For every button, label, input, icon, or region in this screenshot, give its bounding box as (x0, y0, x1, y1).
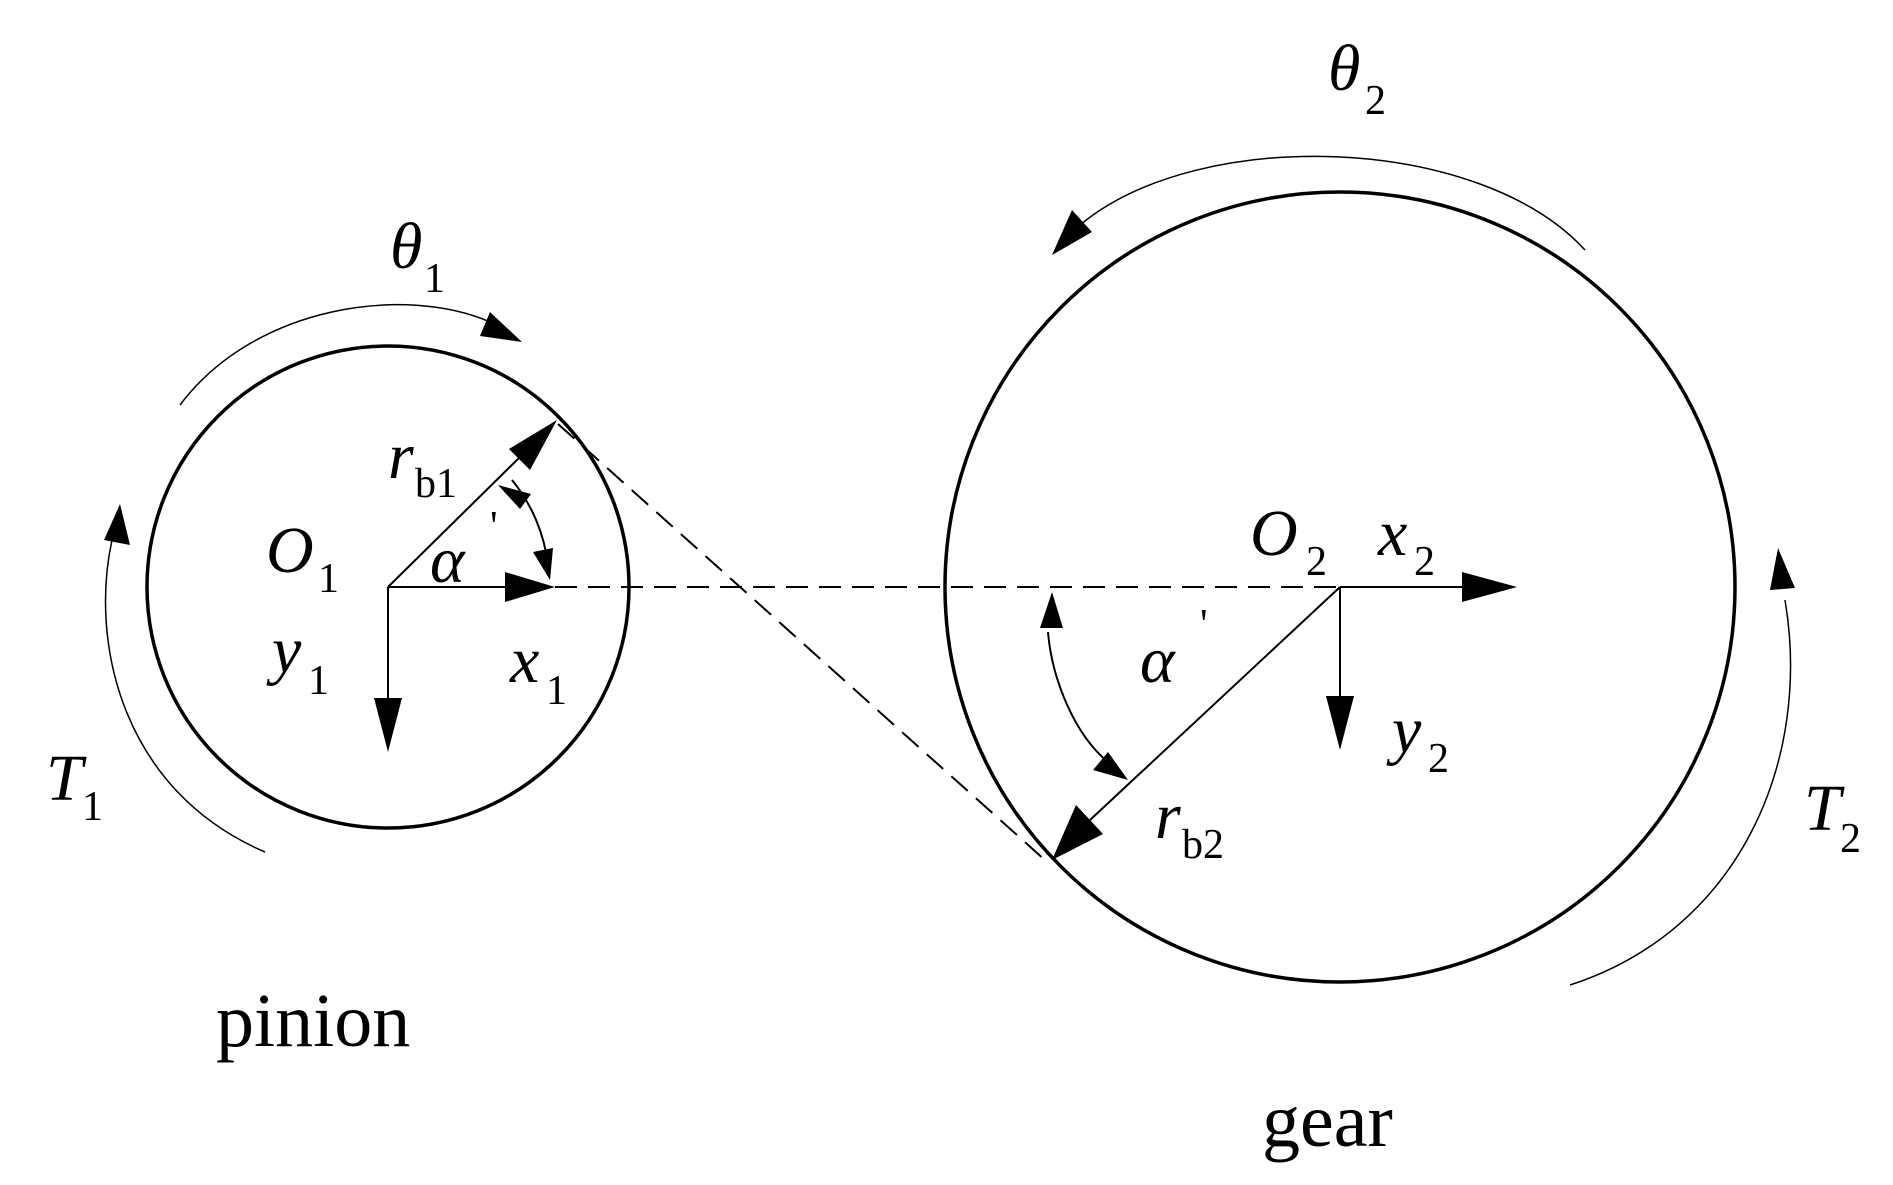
gear-caption: gear (1262, 1079, 1393, 1163)
line-of-action (557, 423, 1047, 862)
pinion-caption: pinion (216, 979, 410, 1063)
gear-y-arrowhead (1326, 696, 1354, 750)
gear-theta-arrowhead (1052, 210, 1092, 255)
pinion-theta-arrowhead (480, 312, 522, 342)
gear-angle-label: α (1140, 624, 1176, 697)
pinion-theta-arc (179, 303, 491, 406)
gear-center-subscript: 2 (1306, 539, 1327, 585)
gear-angle-arrowhead-bottom (1093, 752, 1128, 780)
pinion-center-label: O (266, 514, 314, 587)
pinion-base-radius (387, 454, 523, 588)
gear-center-label: O (1250, 497, 1298, 570)
gear-pressure-angle-arc (1047, 631, 1109, 763)
pinion-angle-arrowhead-bottom (533, 548, 553, 580)
pinion-x-axis-subscript: 1 (546, 668, 567, 714)
pinion-x-arrowhead (505, 572, 555, 602)
gear-angle-prime: ' (1200, 602, 1208, 648)
gear-x-axis-label: x (1377, 497, 1407, 570)
pinion-y-axis-label: y (266, 614, 302, 687)
pinion-radius-arrowhead (509, 420, 557, 470)
pinion-center-subscript: 1 (318, 556, 339, 602)
gear-y-axis-subscript: 2 (1428, 736, 1449, 782)
gear-x-axis-subscript: 2 (1414, 539, 1435, 585)
pinion-y-axis-subscript: 1 (308, 658, 329, 704)
pinion-y-arrowhead (374, 698, 402, 752)
gear-theta-subscript: 2 (1365, 78, 1386, 124)
pinion-angle-label: α (430, 524, 466, 597)
pinion-angle-arrowhead-top (498, 485, 531, 509)
gear-base-circle (943, 190, 1737, 984)
gear-radius-arrowhead (1052, 805, 1103, 860)
gear-torque-arc (1569, 599, 1792, 986)
pinion-torque-arrowhead (104, 504, 130, 545)
pinion-radius-label: r (388, 420, 414, 493)
gear-radius-label: r (1155, 780, 1181, 853)
gear-angle-arrowhead-top (1040, 592, 1063, 628)
gear-base-radius (1089, 586, 1341, 821)
pinion-torque-arc (104, 539, 266, 853)
gear-y-axis-label: y (1386, 694, 1422, 767)
pinion-torque-label: T (46, 742, 87, 815)
pinion-x-axis-label: x (509, 624, 539, 697)
gear-radius-subscript: b2 (1182, 822, 1224, 868)
pinion-theta-label: θ (390, 210, 422, 283)
gear-theta-arc (1079, 155, 1586, 251)
pinion-theta-subscript: 1 (424, 256, 445, 302)
gear-torque-arrowhead (1770, 548, 1795, 590)
gear-theta-label: θ (1328, 32, 1360, 105)
gear-x-arrowhead (1462, 572, 1517, 602)
gear-torque-subscript: 2 (1840, 816, 1861, 862)
pinion-torque-subscript: 1 (82, 784, 103, 830)
gear-torque-label: T (1804, 772, 1845, 845)
pinion-radius-subscript: b1 (415, 461, 457, 507)
pinion-angle-prime: ' (490, 504, 498, 550)
